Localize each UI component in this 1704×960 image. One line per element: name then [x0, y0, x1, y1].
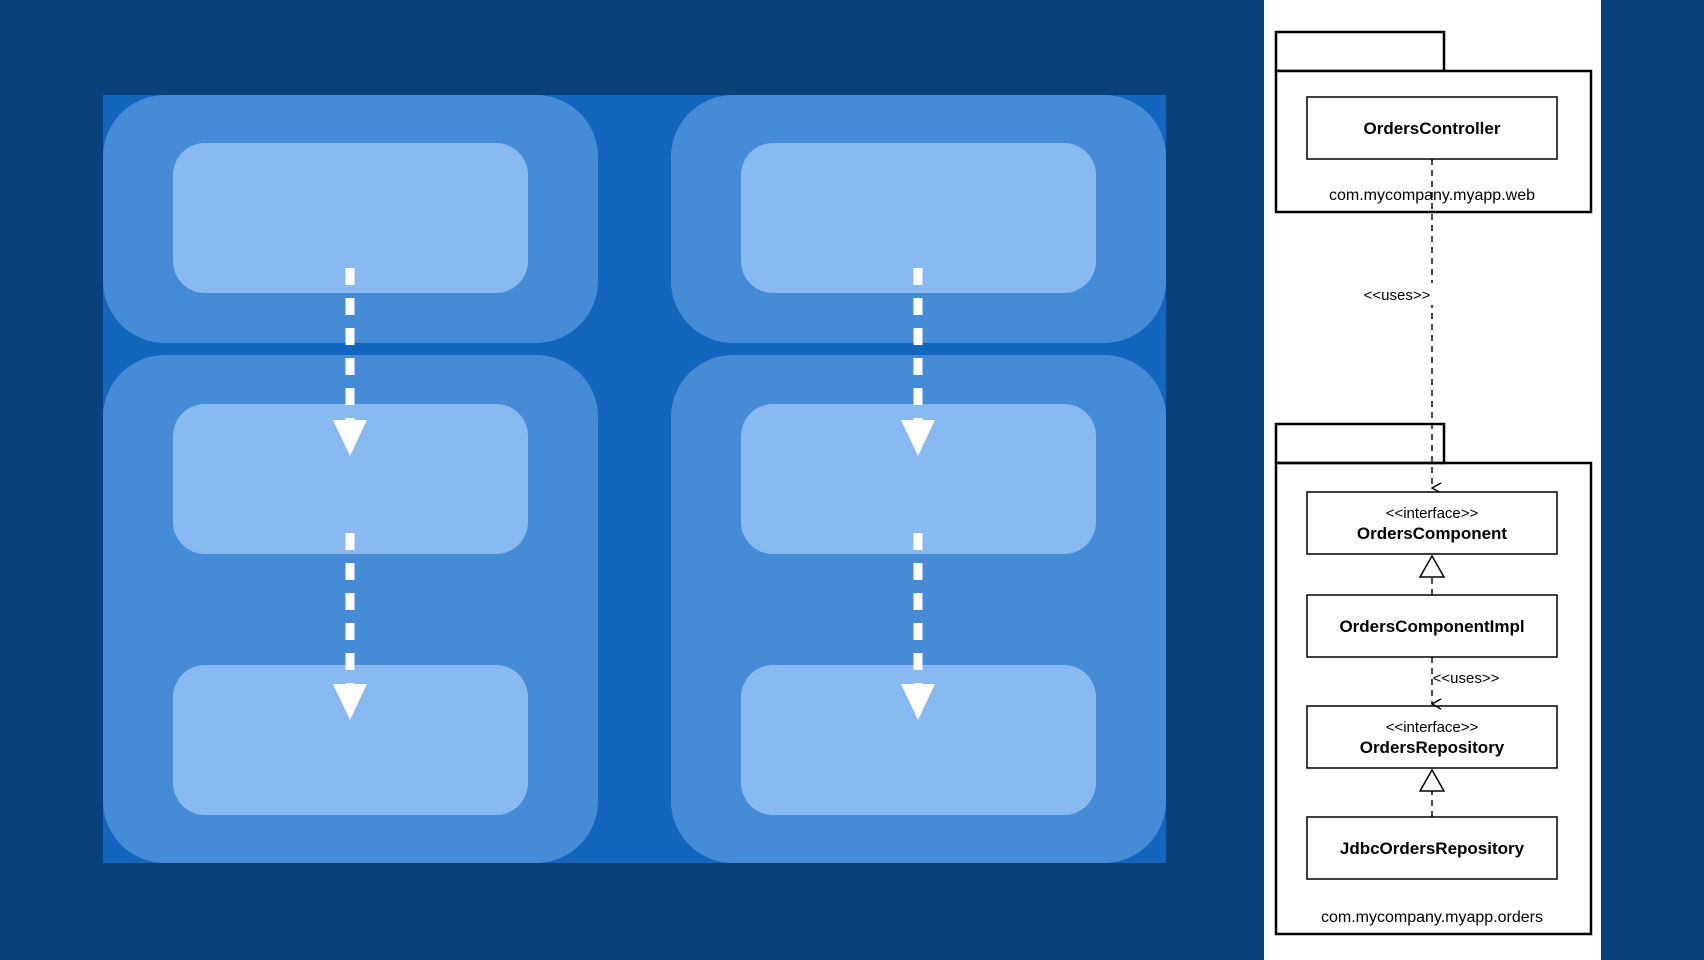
package-web-name: com.mycompany.myapp.web	[1329, 187, 1535, 204]
arrow-left-1	[333, 268, 367, 456]
class-jdbc-orders-repository-title: JdbcOrdersRepository	[1340, 839, 1525, 858]
class-orders-component	[1306, 491, 1558, 555]
class-orders-repository	[1306, 705, 1558, 769]
package-orders-name: com.mycompany.myapp.orders	[1321, 909, 1543, 926]
box-right-3	[741, 665, 1096, 815]
uml-class-diagram: OrdersController <<uses>> com.mycompany.…	[1264, 0, 1601, 960]
uses-label-bottom: <<uses>>	[1433, 670, 1500, 687]
layered-architecture-graphic	[103, 95, 1166, 863]
class-jdbc-orders-repository	[1306, 816, 1558, 880]
arrow-right-2	[901, 533, 935, 720]
class-orders-component-impl	[1306, 594, 1558, 658]
box-left-2	[173, 404, 528, 554]
package-orders: <<interface>> OrdersComponent OrdersComp…	[1274, 422, 1593, 936]
box-left-1	[173, 143, 528, 293]
box-right-2	[741, 404, 1096, 554]
box-right-1	[741, 143, 1096, 293]
realization-repository	[1418, 768, 1446, 817]
uses-label-bg	[1356, 283, 1440, 305]
class-orders-component-title: OrdersComponent	[1357, 524, 1508, 543]
class-orders-repository-title: OrdersRepository	[1360, 738, 1505, 757]
class-orders-repository-stereotype: <<interface>>	[1386, 719, 1479, 736]
class-orders-controller	[1306, 96, 1558, 160]
box-left-3	[173, 665, 528, 815]
arrow-left-2	[333, 533, 367, 720]
package-web: OrdersController	[1274, 30, 1593, 214]
class-orders-controller-title: OrdersController	[1364, 119, 1501, 138]
class-orders-component-impl-title: OrdersComponentImpl	[1339, 617, 1524, 636]
class-orders-component-stereotype: <<interface>>	[1386, 505, 1479, 522]
uses-label-top: <<uses>>	[1364, 287, 1431, 304]
package-orders-body	[1274, 461, 1593, 936]
arrow-right-1	[901, 268, 935, 456]
realization-component	[1418, 554, 1446, 595]
